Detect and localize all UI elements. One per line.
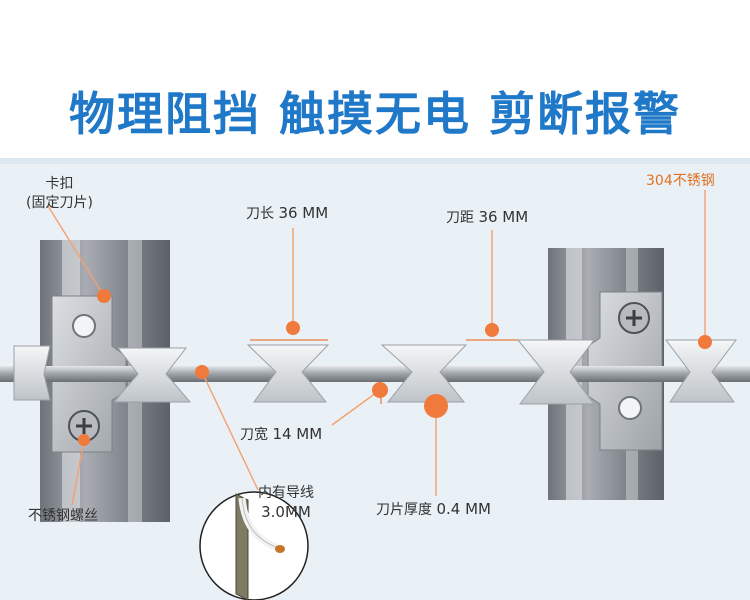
backdrop-shadow bbox=[0, 158, 750, 164]
label-blade-length-prefix: 刀长 bbox=[246, 206, 274, 222]
marker-material bbox=[698, 335, 712, 349]
label-blade-width-value: 14 MM bbox=[272, 425, 323, 443]
marker-inner-wire bbox=[195, 365, 209, 379]
label-inner-wire-line1: 内有导线 bbox=[258, 485, 314, 501]
marker-blade-spacing bbox=[485, 323, 499, 337]
label-inner-wire: 内有导线 3.0MM bbox=[258, 484, 314, 522]
label-clip-line2: (固定刀片) bbox=[26, 195, 93, 211]
orange-markers bbox=[78, 289, 712, 446]
label-blade-thickness: 刀片厚度 0.4 MM bbox=[376, 499, 491, 519]
label-blade-spacing-value: 36 MM bbox=[478, 208, 529, 226]
label-clip-line1: 卡扣 bbox=[45, 176, 74, 192]
marker-blade-thickness bbox=[424, 394, 448, 418]
label-inner-wire-line2: 3.0MM bbox=[261, 503, 311, 521]
label-blade-width-prefix: 刀宽 bbox=[240, 427, 268, 443]
label-blade-thickness-prefix: 刀片厚度 bbox=[376, 502, 432, 518]
label-blade-length-value: 36 MM bbox=[278, 204, 329, 222]
blade-left-end bbox=[13, 345, 51, 401]
blade-4 bbox=[516, 339, 595, 405]
label-clip: 卡扣 (固定刀片) bbox=[26, 175, 93, 213]
label-screw: 不锈钢螺丝 bbox=[28, 508, 98, 524]
label-blade-thickness-value: 0.4 MM bbox=[436, 500, 491, 518]
label-blade-length: 刀长 36 MM bbox=[246, 203, 328, 223]
blade-3 bbox=[380, 344, 468, 403]
blade-1 bbox=[112, 347, 192, 403]
label-material: 304不锈钢 bbox=[646, 173, 715, 189]
label-blade-spacing: 刀距 36 MM bbox=[446, 207, 528, 227]
label-blade-width: 刀宽 14 MM bbox=[240, 424, 322, 444]
headline: 物理阻挡 触摸无电 剪断报警 bbox=[68, 87, 682, 141]
marker-clip bbox=[97, 289, 111, 303]
blade-5 bbox=[665, 339, 737, 403]
marker-blade-length bbox=[286, 321, 300, 335]
core-rod bbox=[0, 366, 750, 382]
label-blade-spacing-prefix: 刀距 bbox=[446, 210, 474, 226]
marker-screw bbox=[78, 434, 90, 446]
marker-blade-width bbox=[372, 382, 388, 398]
blade-2 bbox=[246, 344, 330, 403]
leader-lines bbox=[47, 190, 706, 506]
inner-wire-inset bbox=[199, 491, 309, 600]
